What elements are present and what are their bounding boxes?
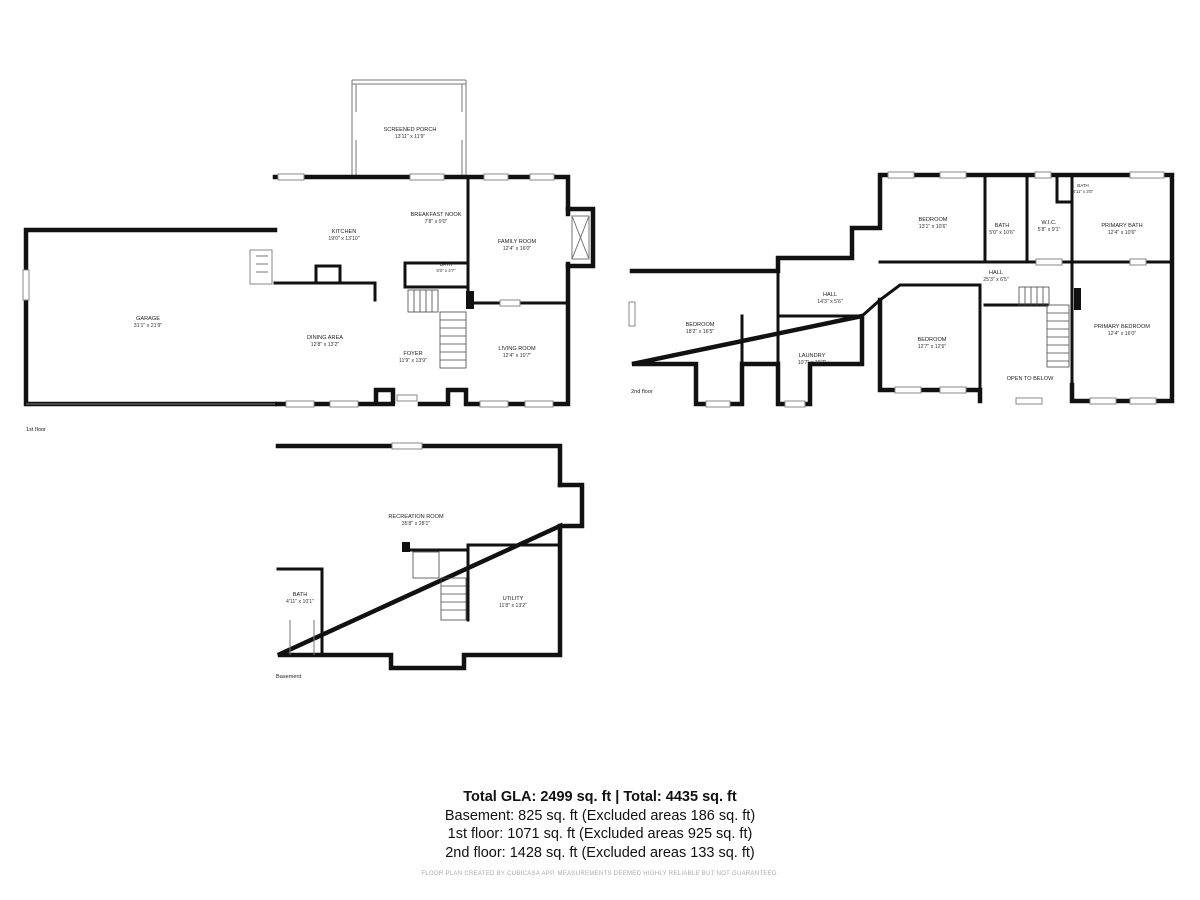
room-dim-laundry: 10'7" x 10'7" — [798, 360, 827, 366]
room-name-bedroom-a: BEDROOM — [919, 217, 948, 223]
room-name-dining-area: DINING AREA — [307, 335, 343, 341]
floor-label-basement: Basement — [276, 674, 302, 680]
room-dim-bedroom-c: 12'7" x 12'6" — [918, 344, 947, 350]
second-floor-area: 2nd floor: 1428 sq. ft (Excluded areas 1… — [445, 844, 755, 861]
credit-note: FLOOR PLAN CREATED BY CUBICASA APP. MEAS… — [421, 871, 779, 877]
total-area: Total GLA: 2499 sq. ft | Total: 4435 sq.… — [463, 789, 737, 805]
second-floor-outer-wall — [629, 172, 1175, 407]
first-floor-area: 1st floor: 1071 sq. ft (Excluded areas 9… — [447, 826, 753, 842]
room-name-living-room: LIVING ROOM — [498, 346, 536, 352]
room-dim-wic: 5'8" x 9'1" — [1038, 227, 1061, 233]
first-floor-windows — [22, 173, 555, 408]
basement-interior-walls — [276, 543, 562, 657]
room-name-bedroom-c: BEDROOM — [918, 337, 947, 343]
room-dim-bedroom-b: 18'2" x 16'5" — [686, 329, 715, 335]
room-name-hall-a: HALL — [989, 270, 1003, 276]
room-dim-utility: 11'8" x 13'2" — [499, 603, 527, 609]
room-name-bedroom-b: BEDROOM — [686, 322, 715, 328]
fireplace — [565, 206, 596, 269]
room-dim-living-room: 12'4" x 10'7" — [503, 353, 532, 359]
room-name-open-to-below: OPEN TO BELOW — [1007, 376, 1054, 382]
room-dim-bath-a: 5'0" x 10'6" — [989, 230, 1015, 236]
room-name-foyer: FOYER — [403, 351, 422, 357]
first-floor-plan — [22, 79, 596, 408]
room-name-wic: W.I.C. — [1041, 220, 1057, 226]
room-dim-kitchen: 19'0" x 13'10" — [328, 236, 359, 242]
room-name-garage: GARAGE — [136, 316, 160, 322]
room-dim-basement-bath: 4'11" x 10'1" — [286, 599, 314, 605]
room-name-recreation-room: RECREATION ROOM — [388, 514, 444, 520]
second-floor-windows — [628, 171, 1165, 408]
room-dim-screened-porch: 13'11" x 11'9" — [395, 134, 426, 140]
room-dim-first-bath: 5'0" x 4'7" — [436, 268, 456, 273]
room-dim-bath-b: 4'11" x 3'5" — [1073, 189, 1094, 194]
room-name-breakfast-nook: BREAKFAST NOOK — [411, 212, 462, 218]
room-dim-bedroom-a: 13'1" x 10'6" — [919, 224, 948, 230]
room-name-basement-bath: BATH — [293, 592, 308, 598]
room-dim-family-room: 12'4" x 16'0" — [503, 246, 532, 252]
room-name-screened-porch: SCREENED PORCH — [384, 127, 437, 133]
room-name-laundry: LAUNDRY — [799, 353, 826, 359]
floor-label-first: 1st floor — [26, 427, 46, 433]
screened-porch-outline — [351, 79, 467, 175]
room-name-bath-a: BATH — [995, 223, 1010, 229]
room-dim-recreation-room: 35'8" x 28'1" — [402, 521, 431, 527]
room-name-primary-bedroom: PRIMARY BEDROOM — [1094, 324, 1150, 330]
room-name-hall-b: HALL — [823, 292, 837, 298]
second-floor-interior-walls — [740, 173, 1174, 403]
room-dim-foyer: 11'9" x 13'9" — [399, 358, 427, 364]
room-dim-garage: 31'1" x 21'9" — [134, 323, 163, 329]
second-floor-plan — [628, 171, 1175, 408]
garage-entry-steps — [249, 249, 273, 285]
room-dim-dining-area: 12'8" x 13'2" — [311, 342, 340, 348]
room-dim-hall-a: 25'3" x 6'5" — [983, 277, 1009, 283]
room-dim-hall-b: 14'3" x 5'6" — [817, 299, 843, 305]
room-name-family-room: FAMILY ROOM — [498, 239, 537, 245]
room-name-kitchen: KITCHEN — [332, 229, 357, 235]
basement-window-well — [557, 482, 585, 529]
room-dim-primary-bath: 12'4" x 10'6" — [1108, 230, 1137, 236]
basement-staircase — [412, 551, 467, 621]
basement-area: Basement: 825 sq. ft (Excluded areas 186… — [444, 807, 756, 824]
room-name-primary-bath: PRIMARY BATH — [1101, 223, 1142, 229]
room-dim-breakfast-nook: 7'8" x 9'0" — [425, 219, 448, 225]
room-name-first-bath: BATH — [440, 262, 452, 267]
floor-label-second: 2nd floor — [631, 389, 653, 395]
room-name-utility: UTILITY — [503, 596, 524, 602]
basement-plan — [275, 442, 585, 671]
room-dim-primary-bedroom: 12'4" x 16'0" — [1108, 331, 1137, 337]
basement-outer-wall — [275, 443, 563, 671]
room-labels: SCREENED PORCH 13'11" x 11'9" KITCHEN 19… — [26, 127, 1150, 680]
room-name-bath-b: BATH — [1077, 183, 1088, 188]
area-summary: Total GLA: 2499 sq. ft | Total: 4435 sq.… — [300, 788, 900, 862]
second-floor-staircase — [1018, 286, 1070, 368]
first-floor-staircase — [407, 289, 467, 369]
